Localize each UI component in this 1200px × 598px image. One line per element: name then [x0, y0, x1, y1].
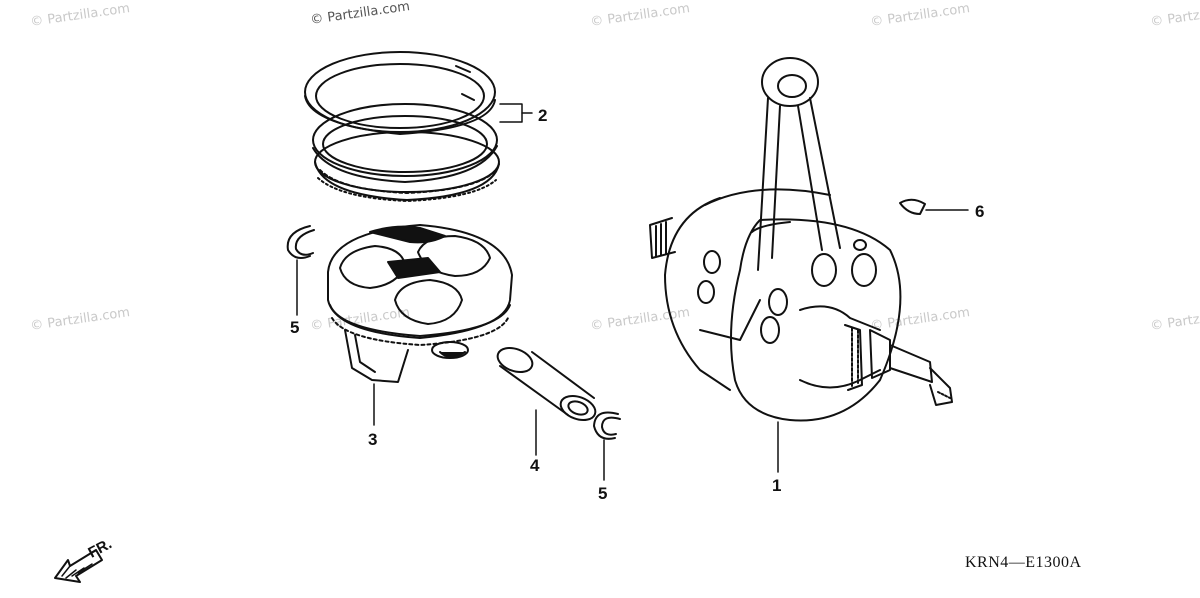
callout-woodruff-key: 6	[975, 202, 985, 221]
callout-crankshaft: 1	[772, 476, 782, 495]
leader-lines	[296, 103, 969, 481]
woodruff-key[interactable]	[899, 198, 926, 215]
callout-piston-pin: 4	[530, 456, 540, 475]
crankshaft-assembly[interactable]	[649, 57, 953, 422]
callout-piston: 3	[368, 430, 378, 449]
piston-ring-set[interactable]	[304, 51, 500, 202]
piston-pin[interactable]	[494, 344, 598, 425]
piston-pin-clip-left[interactable]	[286, 225, 315, 259]
front-arrow-icon	[54, 549, 103, 583]
piston[interactable]	[327, 224, 513, 383]
callout-pin-clip-left: 5	[290, 318, 300, 337]
piston-pin-clip-right[interactable]	[593, 411, 621, 440]
diagram-code: KRN4—E1300A	[965, 554, 1082, 571]
callout-piston-ring-set: 2	[538, 106, 548, 125]
callout-pin-clip-right: 5	[598, 484, 608, 503]
